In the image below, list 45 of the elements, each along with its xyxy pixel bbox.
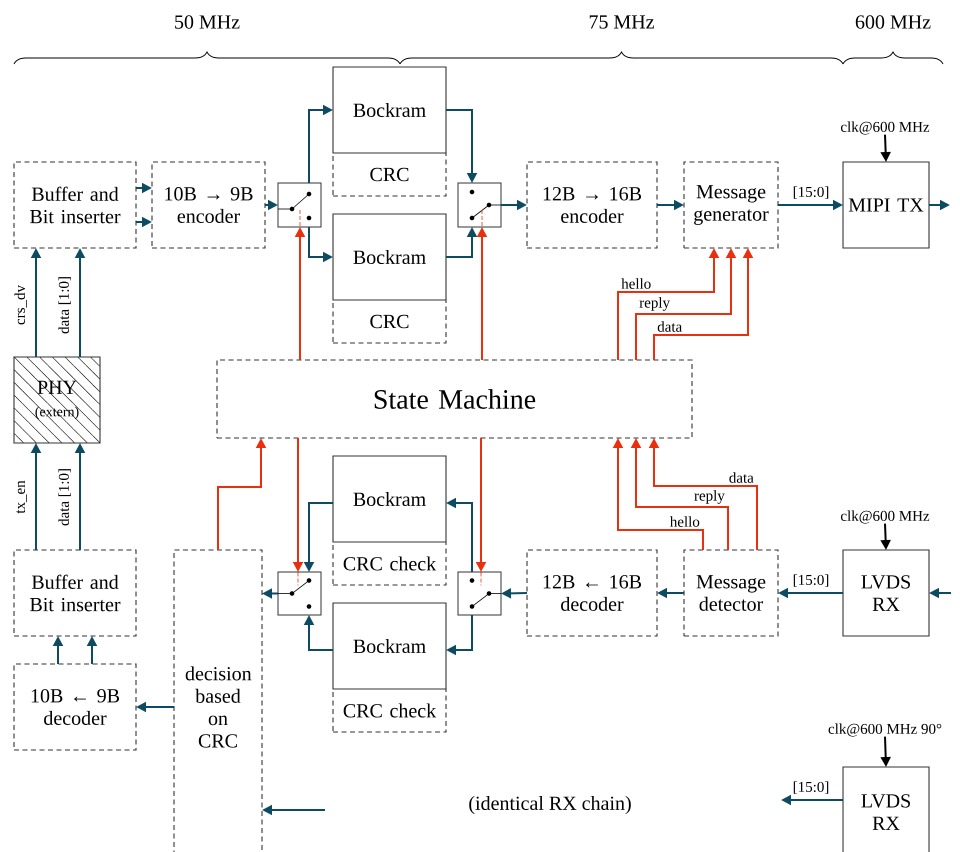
edge-label: reply	[693, 489, 726, 505]
edge-label: reply	[638, 296, 672, 312]
crc-box: CRC	[332, 152, 447, 197]
edge-label: [15:0]	[792, 573, 830, 588]
process-box: 12B ← 16B decoder	[526, 549, 658, 637]
process-box: Buffer and Bit inserter	[13, 549, 137, 637]
edge-label: [15:0]	[792, 780, 830, 795]
edge-label: hello	[668, 515, 701, 528]
memory-box: Bockram	[332, 602, 447, 690]
clock-label: clk@600 MHz	[840, 121, 930, 135]
switch-symbol	[278, 182, 322, 228]
memory-box: Bockram	[332, 455, 447, 543]
process-box: Message detector	[683, 549, 779, 637]
edge-label: crs_dv	[13, 284, 28, 326]
note-text: (identical RX chain)	[469, 796, 631, 814]
process-box: Buffer and Bit inserter	[13, 161, 137, 249]
clock-label: clk@600 MHz	[840, 510, 930, 524]
crc-box: CRC	[332, 299, 447, 344]
process-box: Message generator	[683, 161, 779, 249]
frequency-label: 600 MHz	[856, 15, 930, 29]
edge-label: data [1:0]	[57, 467, 72, 527]
edge-label: tx_en	[15, 479, 28, 515]
clock-label: clk@600 MHz 90°	[828, 723, 942, 737]
process-box: 10B ← 9B decoder	[13, 663, 137, 751]
memory-box: Bockram	[332, 66, 447, 154]
state-machine-box: State Machine	[216, 359, 693, 439]
switch-symbol	[458, 572, 502, 616]
edge-label: [15:0]	[792, 185, 830, 200]
edge-label: data	[656, 320, 684, 333]
memory-box: Bockram	[332, 213, 447, 301]
transceiver-box: LVDS RX	[842, 766, 930, 852]
transceiver-box: MIPI TX	[842, 161, 930, 249]
switch-symbol	[278, 572, 322, 616]
transceiver-box: LVDS RX	[842, 549, 930, 637]
frequency-label: 50 MHz	[175, 15, 240, 29]
crc-box: CRC check	[332, 541, 447, 586]
frequency-label: 75 MHz	[590, 15, 654, 29]
edge-label: data	[728, 471, 755, 484]
edge-label: hello	[620, 277, 652, 290]
process-box: 12B → 16B encoder	[526, 161, 658, 249]
edge-label: data [1:0]	[57, 275, 72, 335]
switch-symbol	[458, 182, 502, 228]
crc-box: CRC check	[332, 688, 447, 733]
process-box: 10B → 9B encoder	[151, 161, 266, 249]
process-box: decision based on CRC	[173, 549, 263, 852]
